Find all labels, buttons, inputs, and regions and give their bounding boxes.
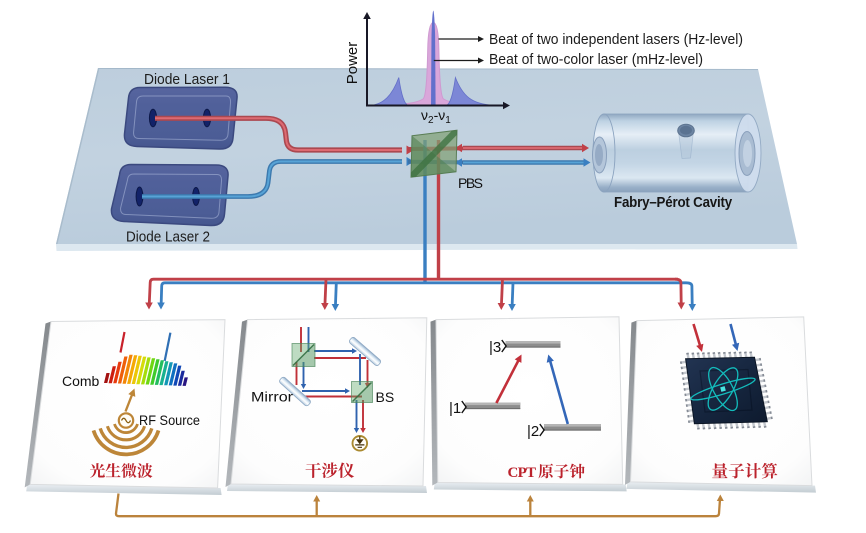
svg-text:Diode Laser 1: Diode Laser 1 [144,71,230,88]
svg-text:CPT: CPT [508,465,537,481]
svg-text:Fabry–Pérot Cavity: Fabry–Pérot Cavity [614,195,732,211]
svg-text:Power: Power [344,42,361,85]
svg-text:|1: |1 [449,400,461,417]
svg-text:BS: BS [376,389,395,405]
svg-text:|2: |2 [527,423,539,440]
svg-text:Mirror: Mirror [251,389,293,405]
svg-text:Diode Laser 2: Diode Laser 2 [126,229,210,246]
svg-text:PBS: PBS [458,175,483,191]
svg-text:Beat of two-color laser (mHz-l: Beat of two-color laser (mHz-level) [489,51,703,68]
svg-text:RF Source: RF Source [139,412,200,428]
svg-text:Comb: Comb [62,373,100,389]
svg-text:Beat of two independent lasers: Beat of two independent lasers (Hz-level… [489,31,743,48]
svg-text:|3: |3 [489,339,501,356]
